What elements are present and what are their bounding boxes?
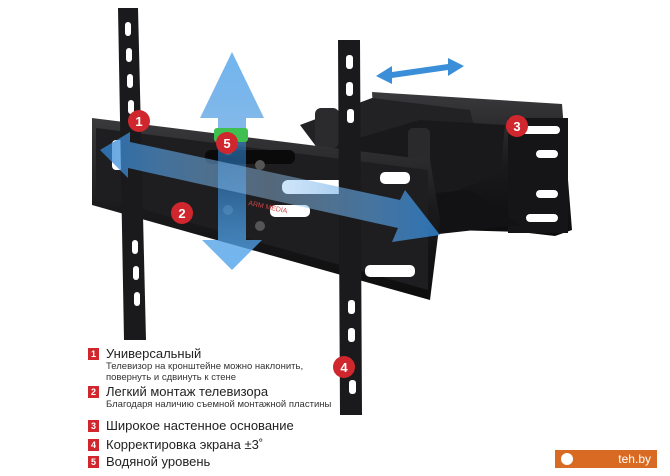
legend-title: Корректировка экрана ±3˚ <box>106 437 264 452</box>
svg-text:1: 1 <box>135 114 142 129</box>
legend-description: Благодаря наличию съемной монтажной плас… <box>106 399 332 410</box>
watermark-text: teh.by <box>618 452 651 466</box>
svg-text:2: 2 <box>178 206 185 221</box>
legend-title: Водяной уровень <box>106 454 211 469</box>
site-watermark: teh.by <box>555 450 657 468</box>
legend-number: 4 <box>88 439 99 451</box>
legend-number: 5 <box>88 456 99 468</box>
svg-text:4: 4 <box>340 360 348 375</box>
legend-title: Широкое настенное основание <box>106 418 294 433</box>
swivel-arrow <box>100 132 440 242</box>
legend-title: Легкий монтаж телевизора <box>106 384 269 399</box>
legend-number: 2 <box>88 386 99 398</box>
marker-4: 4 <box>333 356 355 378</box>
vertical-strap-right <box>338 40 362 415</box>
marker-2: 2 <box>171 202 193 224</box>
svg-text:3: 3 <box>513 119 520 134</box>
marker-1: 1 <box>128 110 150 132</box>
tilt-arrow <box>200 52 264 270</box>
legend-title: Универсальный <box>106 346 202 361</box>
watermark-logo-icon <box>561 453 573 465</box>
legend-description: Телевизор на кронштейне можно наклонить,… <box>106 361 304 383</box>
vertical-strap-left <box>118 8 146 340</box>
extension-arrow <box>376 58 464 84</box>
legend-number: 1 <box>88 348 99 360</box>
svg-text:5: 5 <box>223 136 230 151</box>
legend-number: 3 <box>88 420 99 432</box>
marker-3: 3 <box>506 115 528 137</box>
marker-5: 5 <box>216 132 238 154</box>
